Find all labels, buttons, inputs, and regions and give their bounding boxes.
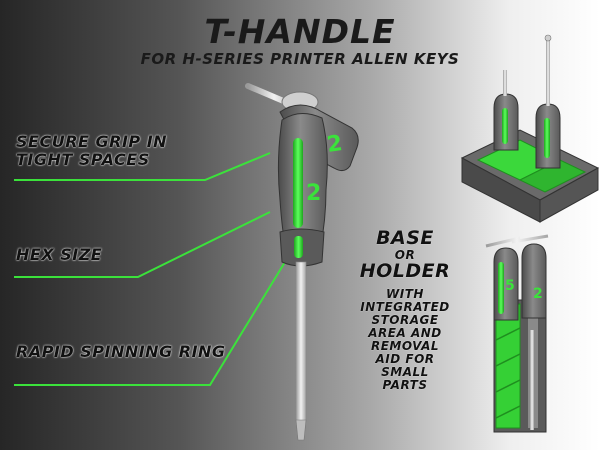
callout-lines bbox=[14, 152, 286, 386]
callout-line-grip bbox=[14, 152, 271, 181]
poster-title: T-HANDLE bbox=[204, 12, 396, 51]
callout-hex-size: HEX SIZE bbox=[16, 245, 103, 264]
size-mark-arm: 2 bbox=[325, 131, 344, 158]
base-holder-description: WITH INTEGRATED STORAGE AREA AND REMOVAL… bbox=[360, 287, 450, 392]
size-mark-holder-2: 2 bbox=[533, 286, 543, 302]
callout-secure-grip: SECURE GRIP IN TIGHT SPACES bbox=[16, 132, 168, 169]
t-handle-tool: 2 2 bbox=[245, 83, 359, 441]
callout-line-hex bbox=[14, 211, 271, 278]
callout-line-ring bbox=[14, 261, 286, 386]
poster-subtitle: FOR H-SERIES PRINTER ALLEN KEYS bbox=[140, 50, 460, 68]
base-holder-illustration bbox=[460, 34, 600, 223]
callout-spinning-ring: RAPID SPINNING RING bbox=[16, 342, 226, 361]
base-heading-line2: HOLDER bbox=[359, 260, 451, 282]
size-mark-body: 2 bbox=[306, 181, 321, 206]
base-holder-heading: BASE OR HOLDER bbox=[352, 228, 458, 282]
vertical-holder-illustration: 5 2 bbox=[485, 234, 549, 433]
base-heading-line1: BASE bbox=[376, 227, 434, 249]
size-mark-holder-1: 5 bbox=[505, 278, 515, 294]
base-heading-or: OR bbox=[394, 248, 416, 262]
